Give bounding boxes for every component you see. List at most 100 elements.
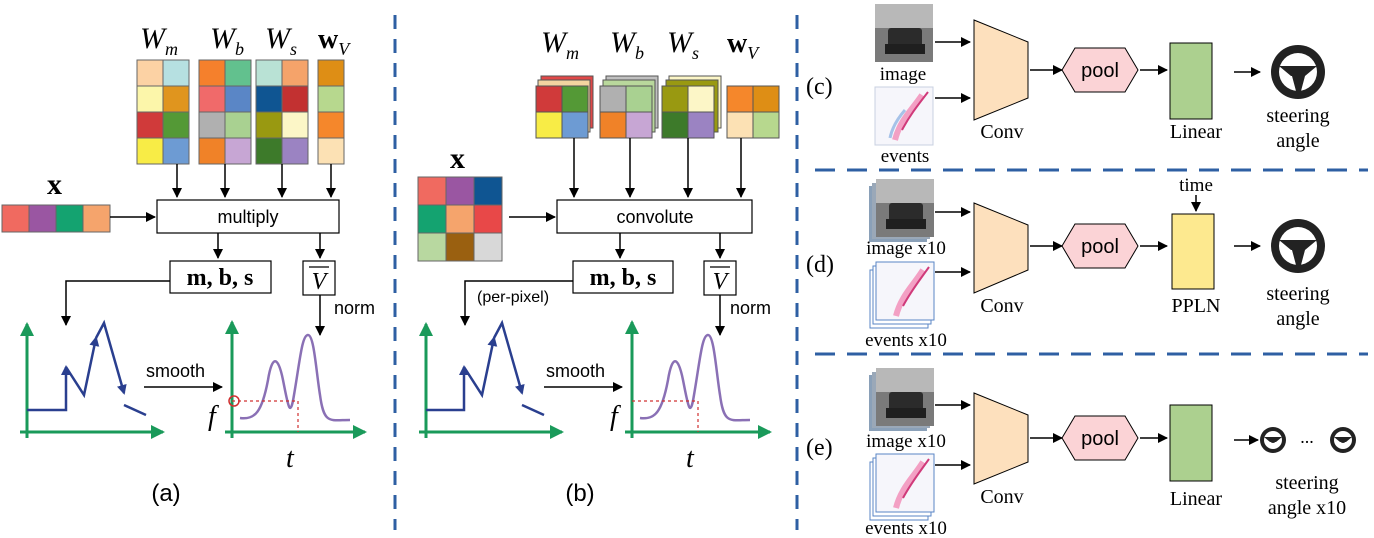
tag-e: (e) xyxy=(806,435,833,461)
label-wb-b: Wb xyxy=(610,26,644,63)
conv-block-d xyxy=(973,202,1029,294)
conv-label-c: Conv xyxy=(980,121,1023,143)
mbs-label-b: m, b, s xyxy=(590,265,657,291)
conv-block-c xyxy=(973,19,1029,121)
steering-wheel-icon xyxy=(1260,427,1286,453)
events-label-d: events x10 xyxy=(865,330,947,351)
multiply-label: multiply xyxy=(217,207,278,227)
vector-x xyxy=(1,204,111,233)
chart-b2-curve xyxy=(639,333,751,422)
events-stack-e xyxy=(869,453,935,521)
norm-label-a: norm xyxy=(334,298,375,318)
label-wv: wV xyxy=(318,24,351,59)
convolute-box xyxy=(556,199,753,234)
events-label-c: events xyxy=(881,146,930,167)
f-label-b: f xyxy=(610,401,621,432)
conv-block-e xyxy=(973,392,1029,485)
grid-wb xyxy=(198,59,252,165)
weight-arrows-a xyxy=(172,164,336,198)
events-stack-d xyxy=(869,261,935,329)
panel-b: Wm Wb Ws wV xyxy=(417,26,780,507)
smooth-label-b: smooth xyxy=(546,361,605,381)
out-label-d-1: steering xyxy=(1266,283,1329,305)
panel-c: (c) image events Conv pool Linear xyxy=(806,4,1330,167)
panel-a: Wm Wb Ws wV xyxy=(1,22,375,507)
out-label-e-2: angle x10 xyxy=(1268,497,1346,519)
kernel-stack-ws xyxy=(661,75,722,139)
mbs-label-a: m, b, s xyxy=(187,265,254,291)
chart-a1-curve-2 xyxy=(64,336,100,399)
out-label-e-1: steering xyxy=(1275,472,1338,494)
steering-wheel-icon xyxy=(1330,427,1356,453)
v-label-a: V xyxy=(312,269,329,295)
arrow-mbs-to-chart-b xyxy=(460,280,573,326)
mbs-box-a xyxy=(169,260,272,294)
linear-block-e xyxy=(1169,404,1213,482)
label-wv-b: wV xyxy=(727,28,760,63)
f-label-a: f xyxy=(208,401,219,432)
image-thumb-c xyxy=(875,4,933,62)
matrix-x xyxy=(417,176,503,262)
chart-b1-curve-1 xyxy=(426,365,469,412)
out-label-c-2: angle xyxy=(1276,130,1319,152)
pool-label-d: pool xyxy=(1081,236,1119,258)
norm-label-b: norm xyxy=(730,298,771,318)
label-x-a: x xyxy=(47,168,62,201)
convolute-label: convolute xyxy=(616,207,693,227)
chart-a2-marker xyxy=(228,395,240,407)
chart-a2-curve xyxy=(239,333,351,422)
linear-label-c: Linear xyxy=(1170,121,1223,143)
label-ws-b: Ws xyxy=(667,26,699,63)
pool-label-e: pool xyxy=(1081,428,1119,450)
panel-e: (e) image x10 events x10 Conv pool Linea… xyxy=(806,368,1356,538)
kernel-stack-wb xyxy=(599,75,659,139)
ppln-label-d: PPLN xyxy=(1172,295,1221,317)
weight-arrows-b xyxy=(569,138,746,198)
image-stack-d xyxy=(869,179,934,242)
pool-label-c: pool xyxy=(1081,60,1119,82)
ppln-block-d xyxy=(1171,213,1215,290)
image-label-d: image x10 xyxy=(866,238,946,259)
caption-b: (b) xyxy=(565,480,594,507)
image-label-c: image xyxy=(880,64,926,85)
conv-label-d: Conv xyxy=(980,295,1023,317)
v-label-b: V xyxy=(713,269,730,295)
chart-a1-curve-3 xyxy=(94,319,127,395)
grid-wm xyxy=(136,59,190,165)
events-thumb-c xyxy=(874,86,934,146)
tag-c: (c) xyxy=(806,74,833,100)
pool-block-e xyxy=(1061,415,1139,461)
kernel-stack-wm xyxy=(535,75,594,139)
steering-wheel-icon xyxy=(1271,45,1325,99)
conv-label-e: Conv xyxy=(980,486,1023,508)
label-wm-b: Wm xyxy=(541,26,579,63)
label-wb: Wb xyxy=(210,22,244,59)
events-label-e: events x10 xyxy=(865,518,947,538)
chart-a1-curve-1 xyxy=(27,365,71,412)
pool-block-c xyxy=(1061,47,1139,93)
time-label-d: time xyxy=(1179,175,1213,196)
mbs-box-b xyxy=(572,260,674,294)
arrow-mbs-to-chart-a xyxy=(61,280,170,326)
grid-ws xyxy=(255,59,309,165)
smooth-label-a: smooth xyxy=(146,361,205,381)
label-x-b: x xyxy=(450,142,465,175)
t-label-b: t xyxy=(686,443,695,474)
image-stack-e xyxy=(869,368,934,431)
pool-block-d xyxy=(1061,223,1139,269)
image-label-e: image x10 xyxy=(866,431,946,452)
chart-b1-curve-4 xyxy=(521,403,545,417)
steering-wheel-icon xyxy=(1271,219,1325,273)
chart-b1-curve-2 xyxy=(462,336,498,399)
label-ws: Ws xyxy=(265,22,297,59)
tag-d: (d) xyxy=(806,252,834,278)
grid-wv xyxy=(317,59,345,165)
kernel-wv xyxy=(726,85,780,139)
linear-label-e: Linear xyxy=(1170,488,1223,510)
caption-a: (a) xyxy=(151,480,180,507)
out-label-d-2: angle xyxy=(1276,308,1319,330)
chart-a1-curve-4 xyxy=(123,403,147,417)
linear-block-c xyxy=(1169,42,1213,120)
